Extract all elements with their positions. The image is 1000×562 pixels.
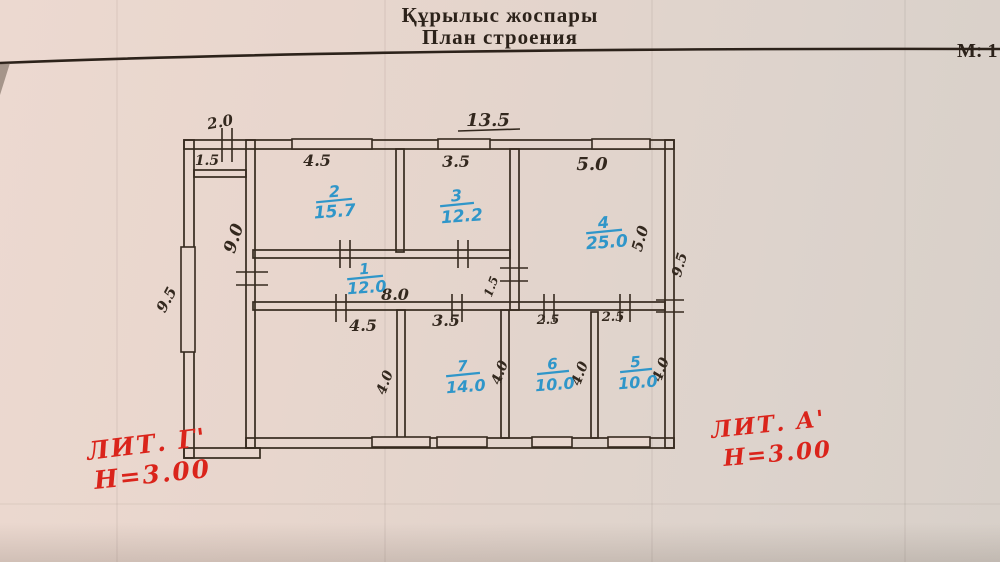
room-3-number: 3 bbox=[450, 186, 462, 206]
door-ticks bbox=[221, 128, 684, 322]
room-2-number: 2 bbox=[328, 182, 340, 202]
room-1-area: 12.0 bbox=[346, 277, 387, 299]
dim-room5-depth: 4.0 bbox=[650, 355, 673, 384]
room-label-2: 2 15.7 bbox=[313, 182, 356, 224]
dim-room3-width: 3.5 bbox=[442, 152, 470, 171]
room-label-5: 5 10.0 bbox=[618, 353, 659, 394]
room-label-7: 7 14.0 bbox=[446, 357, 487, 398]
room-1-number: 1 bbox=[359, 260, 371, 279]
room-5-number: 5 bbox=[630, 353, 642, 372]
paper-crease bbox=[384, 0, 386, 562]
room-2-area: 15.7 bbox=[313, 201, 356, 224]
title-block: Құрылыс жоспары План строения bbox=[0, 4, 1000, 48]
page-title-russian: План строения bbox=[422, 25, 578, 49]
room-6-area: 10.0 bbox=[535, 374, 576, 396]
dim-room7-width: 3.5 bbox=[432, 311, 460, 330]
paper-crease bbox=[904, 0, 906, 562]
dim-bottomleft-width: 4.5 bbox=[349, 316, 377, 335]
window-symbols bbox=[180, 138, 651, 448]
walls bbox=[183, 139, 675, 459]
dim-room2-width: 4.5 bbox=[303, 151, 331, 170]
page-edge-shadow bbox=[0, 63, 10, 95]
dim-room6-width: 2.5 bbox=[536, 313, 560, 328]
room-label-3: 3 12.2 bbox=[440, 186, 484, 228]
dim-bottomleft-depth: 4.0 bbox=[374, 368, 397, 397]
room-labels: 2 15.7 3 12.2 4 25.0 1 12.0 7 14.0 6 10.… bbox=[313, 182, 659, 398]
dim-porch-width: 2.0 bbox=[205, 111, 235, 134]
dim-top-total: 13.5 bbox=[466, 110, 510, 131]
room-4-area: 25.0 bbox=[585, 231, 628, 254]
dim-porch-room: 1.5 bbox=[195, 153, 219, 169]
dimension-labels: 2.0 13.5 1.5 4.5 3.5 5.0 9.0 9.5 5.0 9.5… bbox=[153, 110, 692, 397]
dim-hall-length: 8.0 bbox=[380, 285, 409, 304]
room-7-number: 7 bbox=[457, 357, 469, 376]
room-5-area: 10.0 bbox=[618, 372, 659, 394]
room-3-area: 12.2 bbox=[440, 205, 483, 228]
room-label-6: 6 10.0 bbox=[535, 355, 576, 396]
dim-room4-width: 5.0 bbox=[576, 154, 608, 175]
dim-right-outer-height: 9.5 bbox=[669, 251, 691, 279]
room-4-number: 4 bbox=[596, 213, 609, 233]
room-label-1: 1 12.0 bbox=[346, 260, 387, 299]
room-7-area: 14.0 bbox=[446, 376, 487, 398]
room-label-4: 4 25.0 bbox=[585, 213, 628, 255]
dim-room5-width: 2.5 bbox=[601, 310, 625, 325]
liter-annotations: ЛИТ. Г' Н=3.00 ЛИТ. А' Н=3.00 bbox=[83, 405, 833, 495]
dim-left-outer-height: 9.5 bbox=[153, 284, 181, 316]
dim-hall-width: 1.5 bbox=[481, 274, 501, 298]
dim-room6-depth: 4.0 bbox=[569, 359, 592, 388]
dim-left-inner-height: 9.0 bbox=[220, 221, 248, 255]
page-title-kazakh: Құрылыс жоспары bbox=[401, 3, 599, 27]
paper-crease bbox=[0, 503, 1000, 505]
dim-room7-depth: 4.0 bbox=[489, 358, 512, 387]
dim-room4-height: 5.0 bbox=[628, 223, 653, 254]
header-rule bbox=[0, 47, 1000, 65]
paper-crease bbox=[116, 0, 118, 562]
room-6-number: 6 bbox=[547, 355, 559, 374]
scale-label: М: 1 bbox=[957, 40, 998, 62]
paper-crease bbox=[651, 0, 653, 562]
